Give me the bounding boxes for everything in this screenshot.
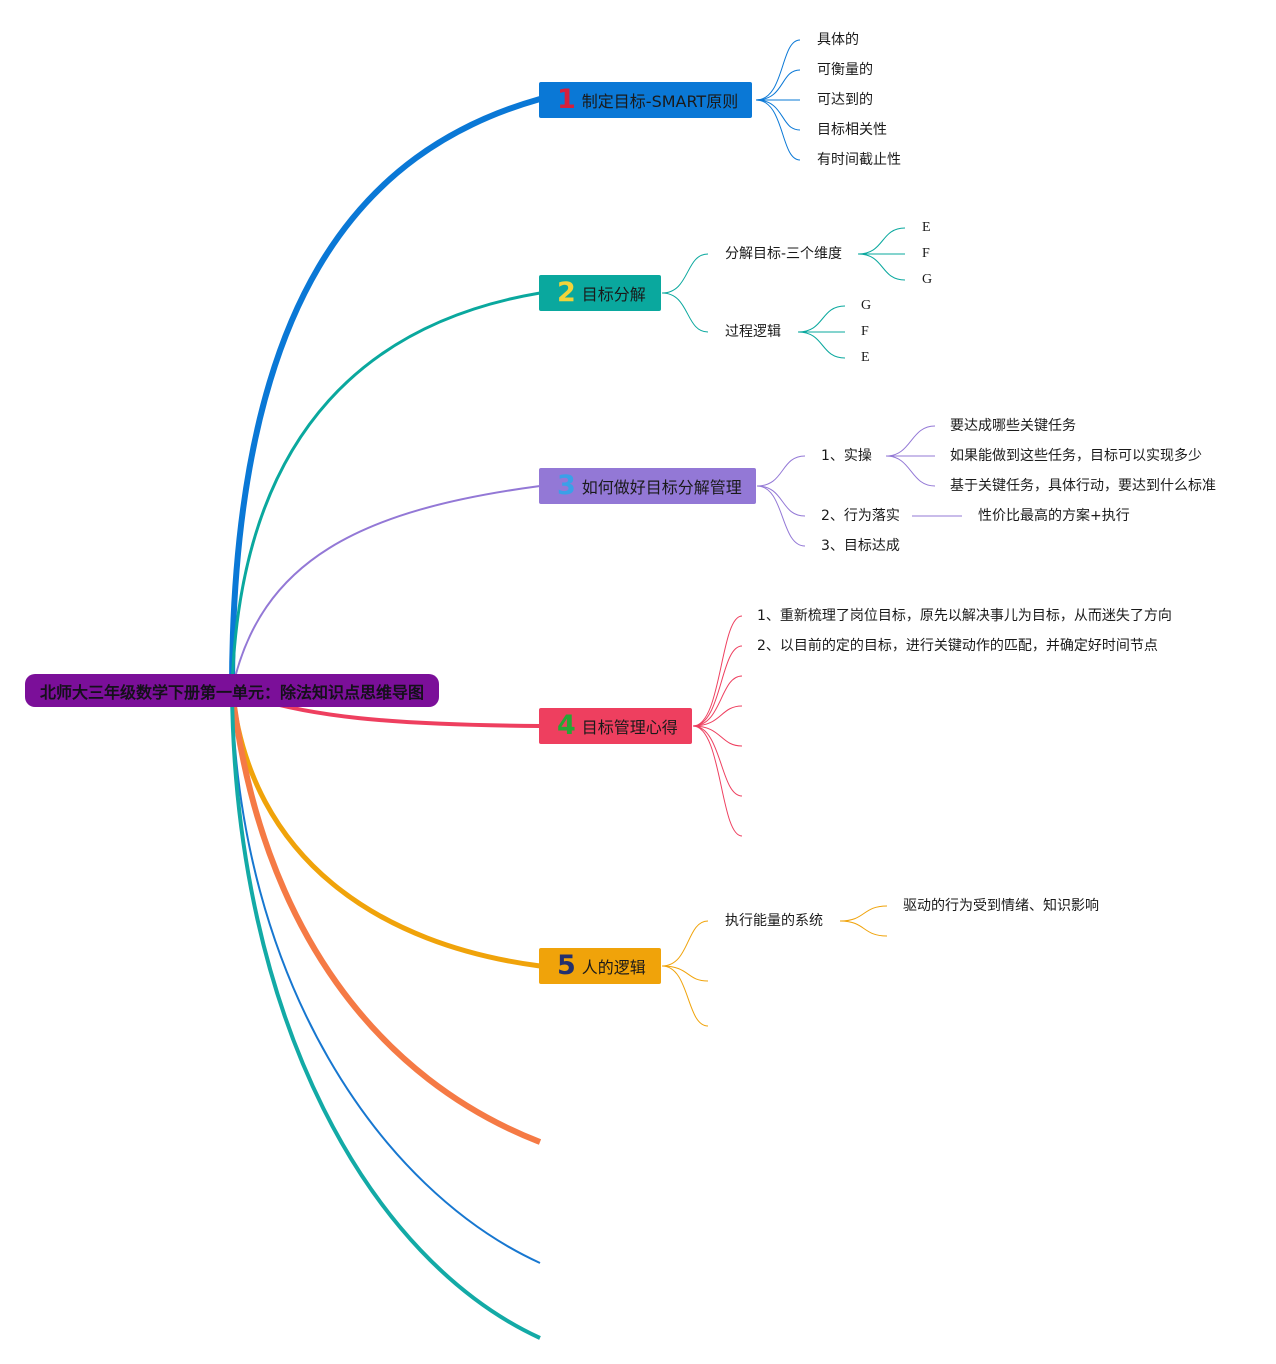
topic-2-number: 2 <box>557 276 576 308</box>
subtopic-2-1[interactable]: 分解目标-三个维度 <box>725 246 843 262</box>
subtopic-2-2-1[interactable]: G <box>861 298 872 313</box>
topic-4-number: 4 <box>557 709 576 741</box>
branch-line-7 <box>231 689 541 1264</box>
topic-3-number: 3 <box>557 469 576 501</box>
branch1-child-lines <box>755 39 801 161</box>
subtopic-3-2[interactable]: 2、行为落实 <box>821 508 900 524</box>
subtopic-2-2-2[interactable]: F <box>861 324 869 339</box>
subtopic-5-1[interactable]: 执行能量的系统 <box>725 913 823 929</box>
subtopic-2-2[interactable]: 过程逻辑 <box>725 324 781 340</box>
root-topic[interactable]: 北师大三年级数学下册第一单元：除法知识点思维导图 <box>25 674 439 707</box>
subtopic-3-1-3[interactable]: 基于关键任务，具体行动，要达到什么标准 <box>950 478 1216 494</box>
subtopic-3-1-1[interactable]: 要达成哪些关键任务 <box>950 418 1076 434</box>
branch-line-5 <box>229 689 541 969</box>
subtopic-2-1-3[interactable]: G <box>922 272 933 287</box>
branch2-child-lines <box>661 227 906 359</box>
subtopic-1-5[interactable]: 有时间截止性 <box>817 152 901 168</box>
subtopic-1-2[interactable]: 可衡量的 <box>817 62 873 78</box>
topic-5-number: 5 <box>557 949 576 981</box>
subtopic-3-2-1[interactable]: 性价比最高的方案+执行 <box>978 508 1130 524</box>
topic-4[interactable]: 4 目标管理心得 <box>539 708 692 744</box>
subtopic-4-2[interactable]: 2、以目前的定的目标，进行关键动作的匹配，并确定好时间节点 <box>757 638 1158 654</box>
branch3-child-lines <box>756 425 962 547</box>
branch-line-8 <box>230 689 541 1340</box>
subtopic-1-3[interactable]: 可达到的 <box>817 92 873 108</box>
subtopic-3-1-2[interactable]: 如果能做到这些任务，目标可以实现多少 <box>950 448 1202 464</box>
subtopic-3-1[interactable]: 1、实操 <box>821 448 872 464</box>
branch-line-3 <box>231 485 541 691</box>
subtopic-1-1[interactable]: 具体的 <box>817 32 859 48</box>
topic-3[interactable]: 3 如何做好目标分解管理 <box>539 468 756 504</box>
topic-3-label: 如何做好目标分解管理 <box>581 478 742 497</box>
branch-line-6 <box>229 689 542 1145</box>
subtopic-4-1[interactable]: 1、重新梳理了岗位目标，原先以解决事儿为目标，从而迷失了方向 <box>757 608 1172 624</box>
subtopic-2-2-3[interactable]: E <box>861 350 870 365</box>
branch5-child-lines <box>661 905 888 1027</box>
root-topic-label: 北师大三年级数学下册第一单元：除法知识点思维导图 <box>39 682 424 702</box>
topic-5-label: 人的逻辑 <box>581 958 646 977</box>
branch-line-2 <box>230 291 541 691</box>
subtopic-3-3[interactable]: 3、目标达成 <box>821 538 900 554</box>
subtopic-5-1-1[interactable]: 驱动的行为受到情绪、知识影响 <box>903 898 1099 914</box>
topic-1-number: 1 <box>557 83 576 115</box>
branch-line-1 <box>229 96 541 691</box>
topic-2-label: 目标分解 <box>581 285 646 304</box>
topic-1-label: 制定目标-SMART原则 <box>581 92 739 111</box>
subtopic-1-4[interactable]: 目标相关性 <box>817 122 887 138</box>
subtopic-2-1-1[interactable]: E <box>922 220 931 235</box>
branch4-child-lines <box>692 615 743 837</box>
topic-1[interactable]: 1 制定目标-SMART原则 <box>539 82 752 118</box>
topic-5[interactable]: 5 人的逻辑 <box>539 948 661 984</box>
topic-2[interactable]: 2 目标分解 <box>539 275 661 311</box>
subtopic-2-1-2[interactable]: F <box>922 246 930 261</box>
topic-4-label: 目标管理心得 <box>581 718 678 737</box>
